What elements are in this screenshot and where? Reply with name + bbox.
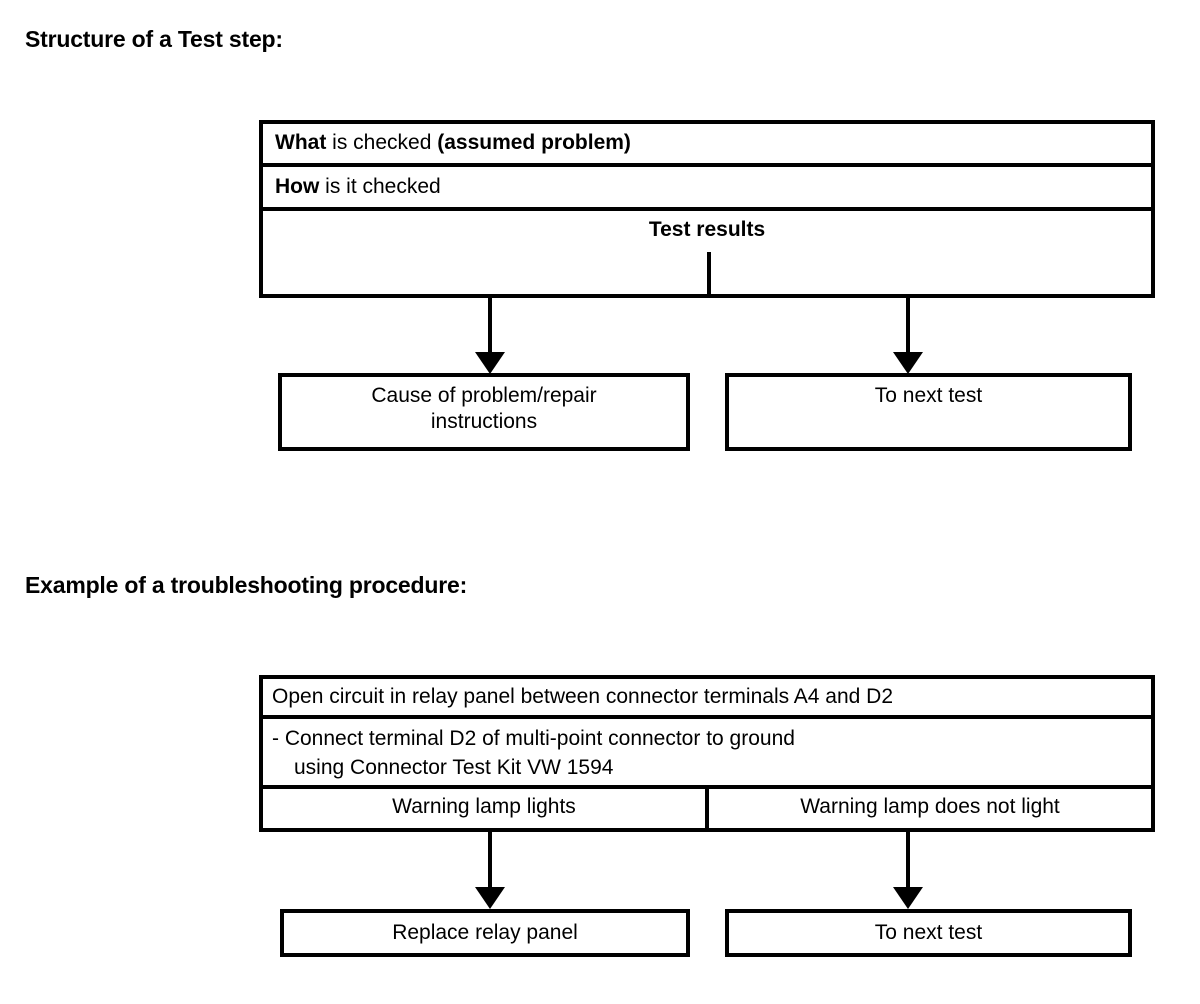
connector-line-right-1 [906, 296, 910, 354]
to-next-test-label-1: To next test [874, 384, 983, 407]
replace-relay-panel-label: Replace relay panel [392, 921, 578, 944]
assumed-problem-label: (assumed problem) [437, 131, 631, 154]
result-cell-lamp-lights: Warning lamp lights [392, 795, 576, 818]
replace-relay-panel-box: Replace relay panel [280, 909, 690, 957]
cause-box-line2: instructions [430, 410, 538, 433]
example-step-box: Open circuit in relay panel between conn… [259, 675, 1155, 832]
procedure-line2: using Connector Test Kit VW 1594 [294, 756, 614, 779]
results-divider-line [707, 252, 711, 294]
what-label: What [275, 131, 327, 154]
example-results-row: Warning lamp lights Warning lamp does no… [263, 789, 1151, 828]
arrow-down-icon-left-2 [475, 887, 505, 909]
how-label: How [275, 175, 320, 198]
test-step-box: What is checked (assumed problem) How is… [259, 120, 1155, 298]
problem-row: Open circuit in relay panel between conn… [263, 679, 1151, 719]
procedure-row: - Connect terminal D2 of multi-point con… [263, 719, 1151, 789]
what-row: What is checked (assumed problem) [263, 124, 1151, 167]
arrow-down-icon-right-2 [893, 887, 923, 909]
connector-line-left-2 [488, 830, 492, 888]
result-cell-lamp-no-light: Warning lamp does not light [705, 789, 1151, 828]
how-row: How is it checked [263, 167, 1151, 211]
to-next-test-box-1: To next test [725, 373, 1132, 451]
section-heading-example: Example of a troubleshooting procedure: [25, 572, 468, 598]
connector-line-left-1 [488, 296, 492, 354]
how-text: is it checked [319, 175, 441, 198]
arrow-down-icon-left-1 [475, 352, 505, 374]
procedure-line1: - Connect terminal D2 of multi-point con… [272, 727, 795, 750]
section-heading-structure: Structure of a Test step: [25, 26, 283, 52]
connector-line-right-2 [906, 830, 910, 888]
to-next-test-label-2: To next test [874, 921, 983, 944]
test-results-label: Test results [648, 218, 766, 241]
what-text: is checked [326, 131, 438, 154]
to-next-test-box-2: To next test [725, 909, 1132, 957]
cause-box-line1: Cause of problem/repair [371, 384, 597, 407]
arrow-down-icon-right-1 [893, 352, 923, 374]
test-results-row: Test results [263, 211, 1151, 294]
cause-of-problem-box: Cause of problem/repair instructions [278, 373, 690, 451]
